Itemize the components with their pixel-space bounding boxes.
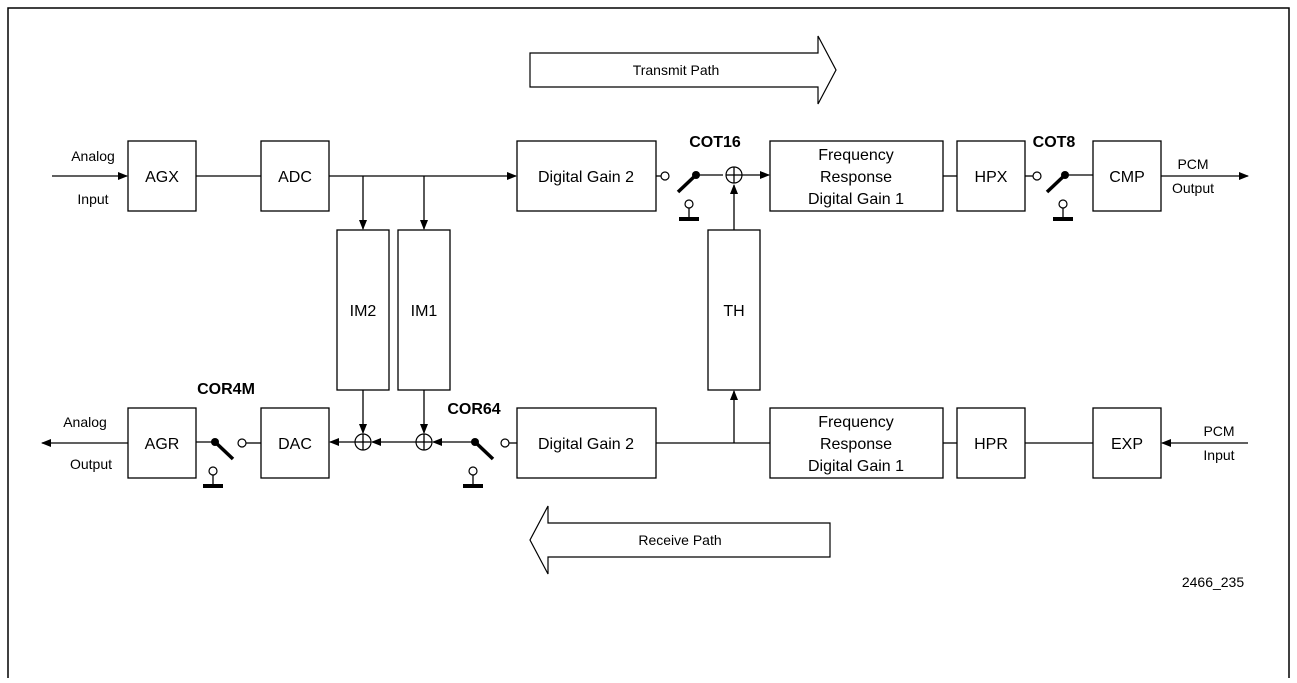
pcm-input-label-1: PCM [1203,423,1234,439]
im1-label: IM1 [411,303,438,320]
analog-input-label-1: Analog [71,148,115,164]
tx-summing-junction [725,166,743,184]
analog-output-label-2: Output [70,456,112,472]
figure-id: 2466_235 [1182,574,1245,590]
rx-digital-gain-2-label: Digital Gain 2 [538,436,634,453]
dac-label: DAC [278,436,312,453]
rx-digital-gain-2-block [516,407,657,479]
hpr-block [956,407,1026,479]
im1-block [397,229,451,391]
analog-output-label-1: Analog [63,414,107,430]
pcm-output-label-2: Output [1172,180,1214,196]
exp-label: EXP [1111,436,1143,453]
rx-freq-line-1: Frequency [818,414,894,431]
rx-summing-junction-1 [415,433,433,451]
transmit-path-arrow: Transmit Path [529,35,837,105]
cor4m-switch [196,438,261,488]
tx-frequency-response-block [769,140,944,212]
cor4m-label: COR4M [197,381,255,398]
tx-freq-line-3: Digital Gain 1 [808,191,904,208]
tx-digital-gain-2-block [516,140,657,212]
tx-freq-line-1: Frequency [818,147,894,164]
cor64-switch [432,438,517,488]
agx-label: AGX [145,169,179,186]
hpx-block [956,140,1026,212]
pcm-input-label-2: Input [1203,447,1234,463]
im2-label: IM2 [350,303,377,320]
cor64-label: COR64 [447,401,500,418]
receive-path-arrow: Receive Path [529,505,831,575]
transmit-path-label: Transmit Path [633,62,720,78]
hpr-label: HPR [974,436,1008,453]
cot16-switch [656,171,723,221]
receive-path-label: Receive Path [638,532,721,548]
rx-summing-junction-2 [354,433,372,451]
cot8-label: COT8 [1033,134,1076,151]
agr-label: AGR [145,436,180,453]
cot16-label: COT16 [689,134,741,151]
rx-freq-line-3: Digital Gain 1 [808,458,904,475]
pcm-output-label-1: PCM [1177,156,1208,172]
cmp-label: CMP [1109,169,1145,186]
figure-border [7,7,1290,683]
tx-digital-gain-2-label: Digital Gain 2 [538,169,634,186]
tx-freq-line-2: Response [820,169,892,186]
hpx-label: HPX [975,169,1008,186]
cot8-switch [1025,171,1093,221]
th-label: TH [723,303,744,320]
rx-freq-line-2: Response [820,436,892,453]
analog-input-label-2: Input [77,191,108,207]
im2-block [336,229,390,391]
exp-block [1092,407,1162,479]
adc-block [260,140,330,212]
adc-label: ADC [278,169,312,186]
